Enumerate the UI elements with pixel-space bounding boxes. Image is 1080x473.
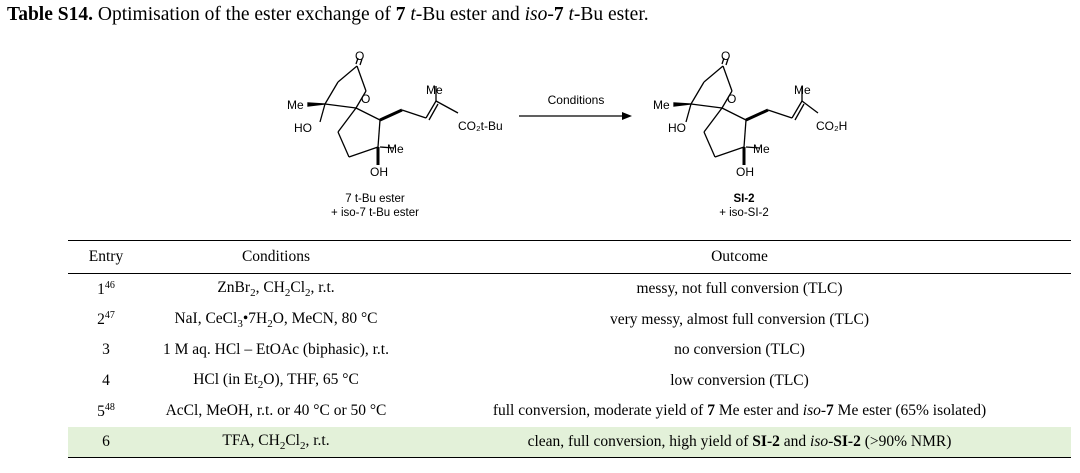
product-label-2: + iso-SI-2	[719, 207, 769, 219]
cell-outcome: clean, full conversion, high yield of SI…	[408, 426, 1071, 458]
cell-outcome: no conversion (TLC)	[674, 341, 805, 359]
table-row: 247 NaI, CeCl3•7H2O, MeCN, 80 °C very me…	[68, 305, 1071, 336]
table-row-highlighted: 6 TFA, CH2Cl2, r.t. clean, full conversi…	[68, 426, 1071, 458]
reactant-o-ring: O	[361, 92, 370, 106]
cell-conditions: NaI, CeCl3•7H2O, MeCN, 80 °C	[174, 309, 378, 330]
product-o-ring: O	[727, 92, 736, 106]
table-caption: Table S14. Optimisation of the ester exc…	[7, 4, 649, 26]
cell-entry: 3	[102, 341, 110, 359]
cell-conditions: HCl (in Et2O), THF, 65 °C	[193, 370, 359, 391]
reactant-ester: CO₂t-Bu	[458, 119, 503, 133]
arrow-label: Conditions	[548, 93, 605, 107]
product-oh: OH	[736, 165, 754, 179]
cell-entry: 548	[97, 401, 115, 420]
cell-outcome: messy, not full conversion (TLC)	[636, 280, 843, 298]
reactant-label-2: + iso-7 t-Bu ester	[331, 207, 419, 219]
optimisation-table: Entry Conditions Outcome 146 ZnBr2, CH2C…	[68, 240, 1071, 458]
reactant-structure	[307, 57, 459, 165]
table-row: 146 ZnBr2, CH2Cl2, r.t. messy, not full …	[68, 274, 1071, 305]
reaction-arrow: Conditions	[519, 93, 632, 120]
cell-entry: 247	[97, 310, 115, 329]
reactant-o-carbonyl: O	[355, 49, 364, 63]
product-label-1: SI-2	[733, 193, 754, 205]
product-labels: O O Me HO Me CO₂H Me OH SI-2 + iso-SI-2	[653, 49, 847, 219]
reaction-scheme: O O Me HO Me CO₂t-Bu Me OH 7 t-Bu ester …	[287, 49, 847, 219]
table-row: 548 AcCl, MeOH, r.t. or 40 °C or 50 °C f…	[68, 396, 1071, 427]
product-acid: CO₂H	[816, 119, 847, 133]
cell-conditions: AcCl, MeOH, r.t. or 40 °C or 50 °C	[165, 402, 387, 420]
product-me-left: Me	[653, 98, 670, 112]
reactant-oh: OH	[370, 165, 388, 179]
cell-conditions: 1 M aq. HCl – EtOAc (biphasic), r.t.	[162, 341, 389, 359]
product-ho: HO	[668, 121, 686, 135]
reactant-me-ring: Me	[387, 142, 404, 156]
reactant-ho: HO	[294, 121, 312, 135]
cell-outcome: low conversion (TLC)	[670, 371, 809, 389]
table-body: 146 ZnBr2, CH2Cl2, r.t. messy, not full …	[68, 274, 1071, 458]
product-structure	[673, 57, 819, 165]
cell-entry: 4	[102, 371, 110, 389]
product-me-top: Me	[794, 83, 811, 97]
caption-label: Table S14.	[7, 4, 93, 25]
reactant-labels: O O Me HO Me CO₂t-Bu Me OH 7 t-Bu ester …	[287, 49, 503, 219]
table-header-row: Entry Conditions Outcome	[68, 240, 1071, 274]
reactant-label-1: 7 t-Bu ester	[345, 193, 405, 205]
table-row: 4 HCl (in Et2O), THF, 65 °C low conversi…	[68, 366, 1071, 397]
header-conditions: Conditions	[144, 240, 408, 274]
cell-conditions: TFA, CH2Cl2, r.t.	[144, 426, 408, 458]
reactant-me-left: Me	[287, 98, 304, 112]
product-me-ring: Me	[753, 142, 770, 156]
header-entry: Entry	[68, 240, 144, 274]
cell-conditions: ZnBr2, CH2Cl2, r.t.	[217, 279, 335, 300]
reactant-me-top: Me	[426, 83, 443, 97]
cell-outcome: full conversion, moderate yield of 7 Me …	[492, 402, 987, 420]
cell-outcome: very messy, almost full conversion (TLC)	[610, 310, 869, 328]
cell-entry: 146	[97, 279, 115, 298]
product-o-carbonyl: O	[721, 49, 730, 63]
table-row: 3 1 M aq. HCl – EtOAc (biphasic), r.t. n…	[68, 335, 1071, 366]
cell-entry: 6	[68, 426, 144, 458]
caption-text: Optimisation of the ester exchange of 7 …	[92, 4, 649, 25]
header-outcome: Outcome	[408, 240, 1071, 274]
